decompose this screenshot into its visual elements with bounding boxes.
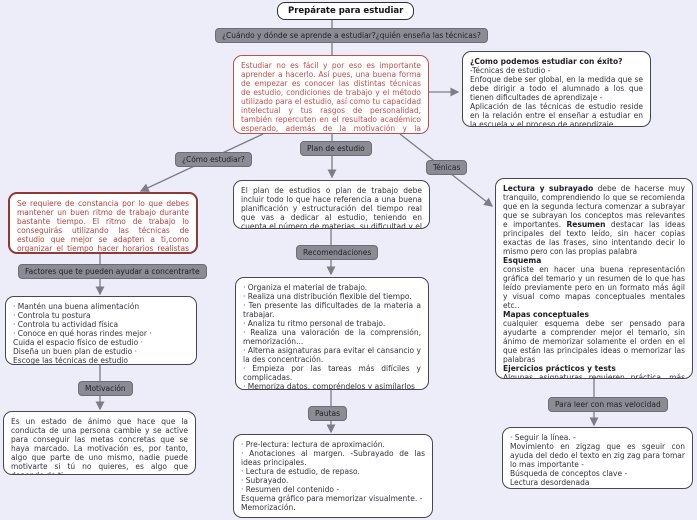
link-label-plan-de-estudio[interactable]: Plan de estudio xyxy=(300,141,372,156)
link-label-cuando-donde[interactable]: ¿Cuándo y dónde se aprende a estudiar?¿q… xyxy=(215,28,488,43)
link-label-leer-velocidad[interactable]: Para leer con mas velocidad xyxy=(548,397,668,412)
node-tecnicas-detalle[interactable]: Lectura y subrayado debe de hacerse muy … xyxy=(495,178,693,379)
link-label-como-estudiar[interactable]: ¿Cómo estudiar? xyxy=(175,152,252,167)
node-motivacion-definicion[interactable]: Es un estado de ánimo que hace que la co… xyxy=(3,411,196,475)
node-pautas-lista[interactable]: · Pre-lectura: lectura de aproximación.·… xyxy=(233,434,433,518)
link-label-tecnicas[interactable]: Ténicas xyxy=(426,160,468,175)
node-estudiar-con-exito[interactable]: ¿Como podemos estudiar con éxito?-Técnic… xyxy=(462,51,651,127)
node-intro-text[interactable]: Estudiar no es fácil y por eso es import… xyxy=(233,55,429,134)
link-label-pautas[interactable]: Pautas xyxy=(308,406,347,421)
node-factores-lista[interactable]: · Mantén una buena alimentación· Control… xyxy=(5,296,197,365)
link-label-recomendaciones[interactable]: Recomendaciones xyxy=(296,245,379,260)
node-velocidad-lista[interactable]: · Seguir la línea. -Movimiento en zigzag… xyxy=(502,427,693,489)
link-label-motivacion[interactable]: Motivación xyxy=(78,381,133,396)
node-plan-de-estudios[interactable]: El plan de estudios o plan de trabajo de… xyxy=(233,180,430,229)
node-recomendaciones-lista[interactable]: · Organiza el material de trabajo.· Real… xyxy=(235,277,429,390)
node-ritmo-trabajo[interactable]: Se requiere de constancia por lo que deb… xyxy=(8,192,198,254)
link-label-factores-concentrarte[interactable]: Factores que te pueden ayudar a concentr… xyxy=(18,264,207,279)
root-node-preparate[interactable]: Prepárate para estudiar xyxy=(277,2,415,20)
